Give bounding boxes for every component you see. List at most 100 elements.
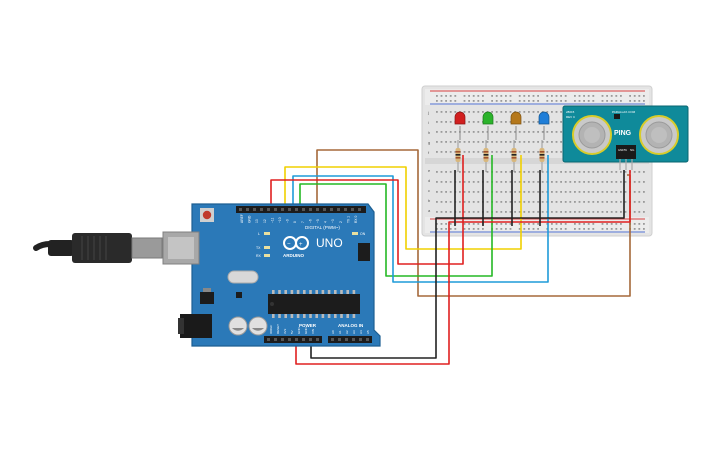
bb-hole-252 bbox=[551, 131, 553, 133]
resistor-1[interactable] bbox=[455, 140, 461, 172]
bb-hole-93 bbox=[477, 141, 480, 143]
resistor-1-band-1 bbox=[455, 151, 461, 153]
resistor-4-band-2 bbox=[539, 154, 545, 156]
bb-hole-119 bbox=[486, 211, 489, 213]
bb-hole-98 bbox=[477, 201, 480, 203]
chip-pin-top-13 bbox=[352, 290, 356, 294]
digital-hole-12 bbox=[323, 208, 326, 211]
bb-rail-hole-493 bbox=[615, 95, 618, 97]
bb-rail-hole-544 bbox=[468, 223, 470, 225]
bb-rail-hole-525 bbox=[578, 100, 581, 102]
bb-rail-hole-515 bbox=[523, 100, 526, 102]
bb-hole-437 bbox=[633, 191, 636, 193]
bb-rail-hole-501 bbox=[445, 100, 447, 102]
bb-rail-hole-516 bbox=[528, 100, 530, 102]
bb-hole-278 bbox=[560, 201, 562, 203]
bb-hole-192 bbox=[523, 131, 526, 133]
crystal-oscillator bbox=[227, 270, 259, 284]
bb-hole-5 bbox=[436, 171, 438, 173]
bb-hole-368 bbox=[601, 201, 604, 203]
board-brand-label: ARDUINO bbox=[283, 253, 304, 258]
bb-hole-88 bbox=[472, 201, 475, 203]
bb-rail-hole-473 bbox=[505, 95, 507, 97]
bb-hole-438 bbox=[633, 201, 636, 203]
power-hole-4 bbox=[295, 338, 298, 341]
bb-hole-176 bbox=[514, 181, 516, 183]
bb-hole-305 bbox=[574, 171, 576, 173]
bb-rail-hole-464 bbox=[454, 95, 457, 97]
resistor-4[interactable] bbox=[539, 140, 545, 172]
bb-rail-hole-479 bbox=[537, 95, 539, 97]
analog-header bbox=[328, 336, 372, 343]
bb-hole-220 bbox=[537, 111, 539, 113]
bb-rail-hole-562 bbox=[564, 223, 567, 225]
bb-hole-196 bbox=[523, 181, 526, 183]
bb-rail-hole-566 bbox=[587, 223, 590, 225]
digital-header-holes bbox=[239, 208, 361, 211]
bb-hole-31 bbox=[449, 121, 452, 123]
bb-hole-250 bbox=[551, 111, 553, 113]
row-letter-e: e bbox=[428, 168, 431, 173]
bb-hole-14 bbox=[440, 151, 443, 153]
bb-hole-65 bbox=[463, 171, 466, 173]
bb-hole-286 bbox=[564, 181, 567, 183]
bb-rail-hole-531 bbox=[610, 100, 613, 102]
bb-hole-90 bbox=[477, 111, 480, 113]
led-brown[interactable] bbox=[510, 111, 522, 140]
bb-hole-436 bbox=[633, 181, 636, 183]
bb-rail-hole-495 bbox=[629, 95, 631, 97]
bb-hole-97 bbox=[477, 191, 480, 193]
bb-rail-hole-541 bbox=[449, 223, 452, 225]
digital-pin-label-11: 4 bbox=[324, 221, 328, 223]
bb-hole-18 bbox=[440, 201, 443, 203]
bb-hole-77 bbox=[468, 191, 470, 193]
chip-pin-bottom-6 bbox=[309, 314, 312, 318]
led-blue[interactable] bbox=[538, 111, 550, 140]
bb-rail-hole-478 bbox=[532, 95, 535, 97]
reset-button[interactable] bbox=[200, 208, 214, 222]
resistor-2-band-1 bbox=[483, 151, 489, 153]
bb-hole-244 bbox=[546, 151, 549, 153]
usb-cable[interactable] bbox=[33, 233, 163, 263]
bb-rail-hole-472 bbox=[500, 95, 503, 97]
bb-hole-223 bbox=[537, 141, 539, 143]
led-on-indicator bbox=[352, 232, 358, 235]
bb-rail-hole-609 bbox=[610, 228, 613, 230]
resistor-4-band-1 bbox=[539, 151, 545, 153]
digital-hole-8 bbox=[295, 208, 298, 211]
bb-hole-185 bbox=[518, 171, 521, 173]
bb-rail-hole-524 bbox=[574, 100, 576, 102]
bb-hole-68 bbox=[463, 201, 466, 203]
analog-pin-label-3: A3 bbox=[352, 330, 356, 334]
power-pin-label-6: VIN bbox=[311, 329, 315, 334]
chip-pin-top-4 bbox=[296, 290, 300, 294]
bb-rail-hole-511 bbox=[500, 100, 503, 102]
bb-rail-hole-575 bbox=[638, 223, 641, 225]
bb-hole-224 bbox=[537, 151, 539, 153]
bb-hole-134 bbox=[495, 151, 498, 153]
bb-hole-198 bbox=[523, 201, 526, 203]
bb-hole-347 bbox=[592, 191, 595, 193]
bb-hole-201 bbox=[528, 121, 530, 123]
resistor-2[interactable] bbox=[483, 140, 489, 172]
ping-sensor[interactable]: PING PARALLAX.COM 28015 REV C GND 5V SIG bbox=[562, 105, 689, 170]
digital-pin-label-12: ~3 bbox=[331, 219, 335, 223]
bb-rail-hole-607 bbox=[601, 228, 604, 230]
resistor-3[interactable] bbox=[511, 140, 517, 172]
bb-rail-hole-598 bbox=[551, 228, 553, 230]
board-name-label: UNO bbox=[316, 236, 343, 250]
bb-rail-hole-570 bbox=[610, 223, 613, 225]
arduino-uno[interactable]: − + UNO ARDUINO DIGITAL (PWM~) POWER ANA… bbox=[162, 203, 381, 347]
bb-rail-hole-467 bbox=[472, 95, 475, 97]
bb-rail-hole-498 bbox=[643, 95, 645, 97]
bb-hole-131 bbox=[495, 121, 498, 123]
bb-rail-hole-492 bbox=[610, 95, 613, 97]
bb-rail-hole-569 bbox=[606, 223, 608, 225]
usb-strain-relief bbox=[48, 240, 74, 256]
bb-hole-405 bbox=[620, 171, 622, 173]
bb-rail-hole-494 bbox=[620, 95, 622, 97]
led-green[interactable] bbox=[482, 111, 494, 140]
bb-rail-hole-530 bbox=[606, 100, 608, 102]
led-red[interactable] bbox=[454, 111, 466, 140]
